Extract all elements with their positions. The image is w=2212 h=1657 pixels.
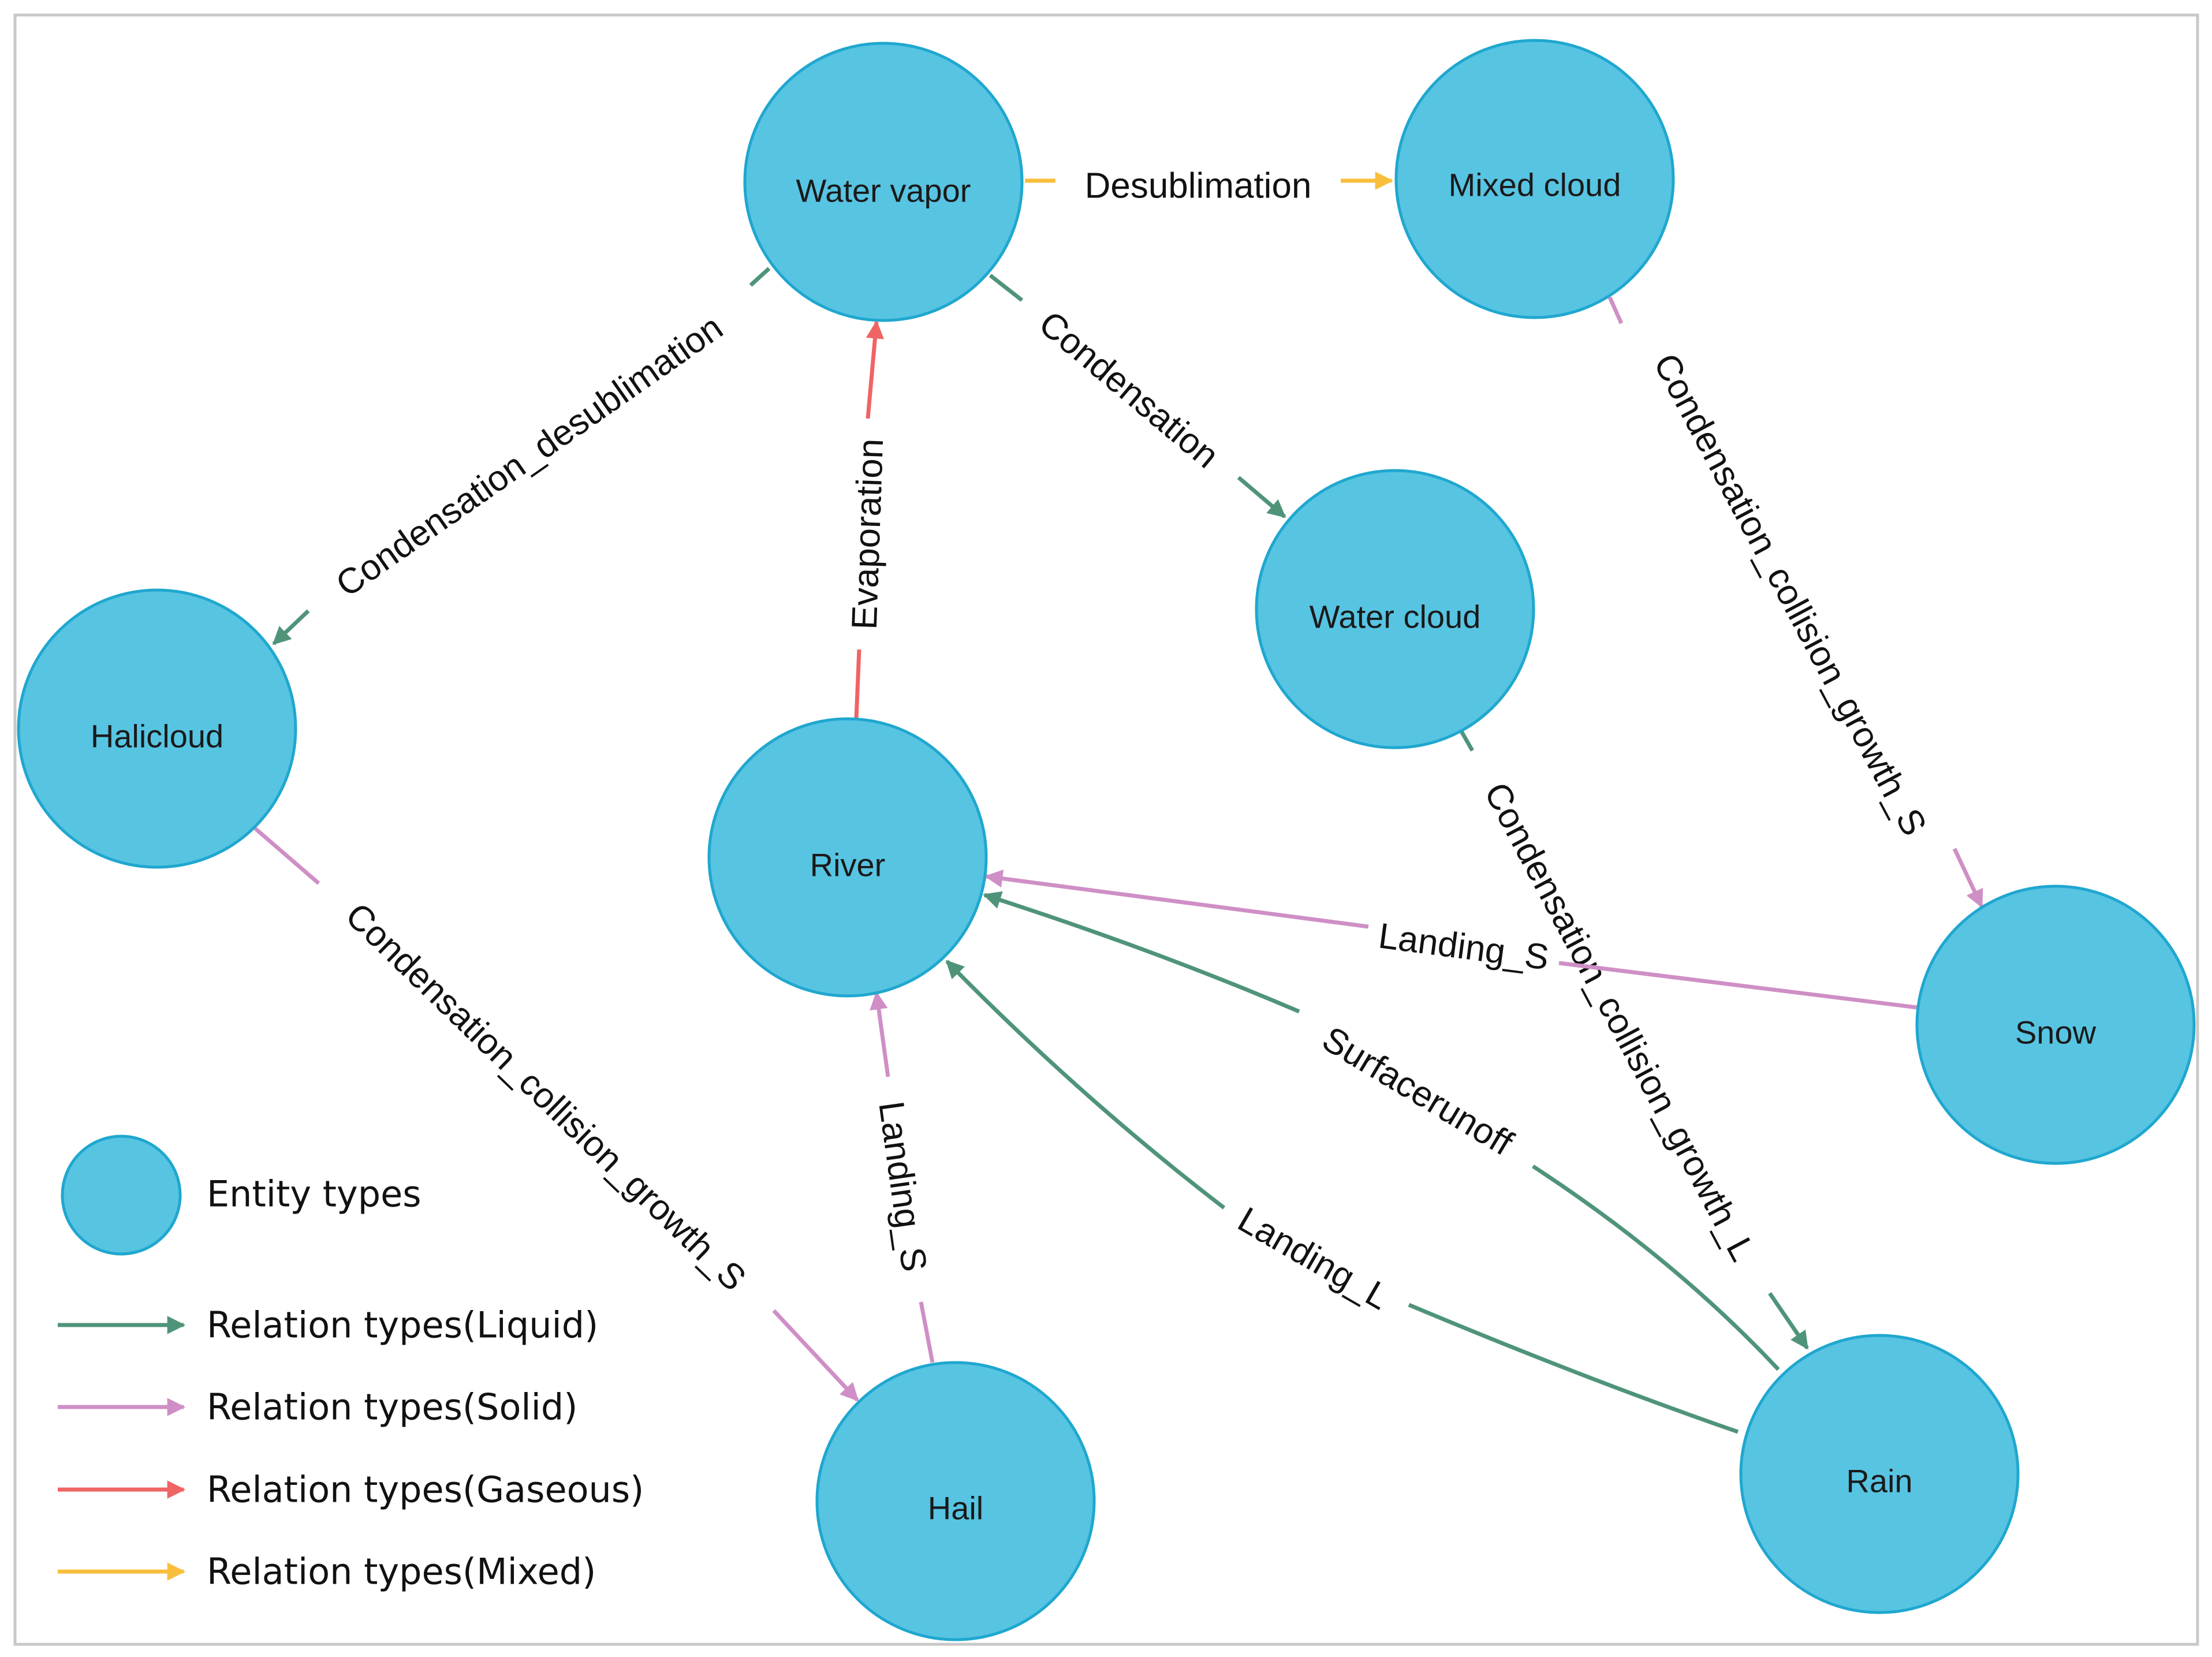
- legend-liquid-label: Relation types(Liquid): [207, 1304, 598, 1346]
- node-label-rain: Rain: [1846, 1463, 1912, 1499]
- node-river[interactable]: River: [707, 717, 988, 998]
- node-label-water-cloud: Water cloud: [1310, 599, 1481, 635]
- node-rain[interactable]: Rain: [1739, 1334, 2020, 1614]
- node-mixed-cloud[interactable]: Mixed cloud: [1394, 39, 1675, 319]
- edge-label-evaporation: Evaporation: [845, 438, 891, 630]
- legend-liquid: Relation types(Liquid): [58, 1304, 598, 1346]
- node-label-halicloud: Halicloud: [91, 718, 223, 755]
- legend-solid: Relation types(Solid): [58, 1386, 577, 1428]
- legend-entity-swatch: [61, 1134, 182, 1256]
- node-label-hail: Hail: [928, 1490, 983, 1527]
- legend-entity: Entity types: [61, 1134, 421, 1256]
- node-label-mixed-cloud: Mixed cloud: [1449, 167, 1621, 203]
- legend-mixed: Relation types(Mixed): [58, 1551, 596, 1593]
- edge-label-desublimation: Desublimation: [1085, 166, 1312, 206]
- node-label-river: River: [810, 847, 886, 883]
- node-halicloud[interactable]: Halicloud: [17, 588, 297, 869]
- node-water-vapor[interactable]: Water vapor: [743, 42, 1024, 322]
- edge-desublimation: Desublimation: [1025, 166, 1394, 206]
- node-water-cloud[interactable]: Water cloud: [1255, 469, 1535, 749]
- legend-gaseous: Relation types(Gaseous): [58, 1469, 644, 1511]
- legend: Entity types Relation types(Liquid) Rela…: [58, 1134, 644, 1593]
- node-label-snow: Snow: [2015, 1014, 2097, 1051]
- node-hail[interactable]: Hail: [815, 1361, 1096, 1641]
- legend-mixed-label: Relation types(Mixed): [207, 1551, 596, 1593]
- legend-gaseous-label: Relation types(Gaseous): [207, 1469, 644, 1511]
- edge-evaporation: Evaporation: [845, 320, 891, 719]
- node-snow[interactable]: Snow: [1915, 885, 2196, 1165]
- legend-entity-label: Entity types: [207, 1173, 421, 1215]
- node-label-water-vapor: Water vapor: [796, 173, 971, 209]
- legend-solid-label: Relation types(Solid): [207, 1386, 577, 1428]
